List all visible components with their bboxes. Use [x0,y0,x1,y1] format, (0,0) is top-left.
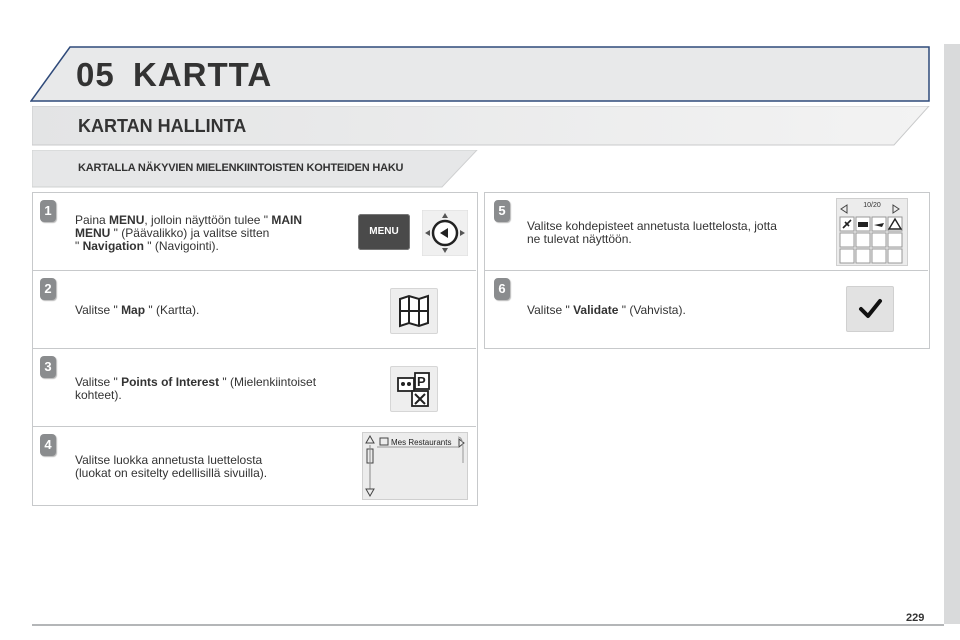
rotary-knob-icon [422,210,468,256]
step-keyword: Navigation [82,239,144,253]
step-keyword: Map [121,303,146,317]
chapter-banner [30,46,930,102]
page-edge-strip [944,44,960,624]
poi-counter: 10/20 [863,202,881,209]
step-text: " (Navigointi). [143,239,219,253]
step-text: " (Mielenkiintoiset [219,375,317,389]
step-number-badge: 3 [40,356,56,378]
step-keyword: MENU [75,226,111,240]
step-text: Valitse " [75,375,122,389]
section-banner [32,106,930,146]
step-1-text: Paina MENU, jolloin näyttöön tulee " MAI… [75,214,335,253]
step-4-text: Valitse luokka annetusta luettelosta (lu… [75,454,365,480]
subsection-title: KARTALLA NÄKYVIEN MIELENKIINTOISTEN KOHT… [78,162,404,174]
divider [33,348,476,349]
subsection-banner [32,150,478,188]
divider [33,270,476,271]
category-list-screen-icon: Mes Restaurants [362,432,468,500]
step-text: , jolloin näyttöön tulee " [144,213,272,227]
step-text: Valitse luokka annetusta luettelosta [75,453,263,467]
section-title: KARTAN HALLINTA [78,116,247,136]
points-of-interest-icon: P [390,366,438,412]
category-label: Mes Restaurants [391,438,452,447]
page-number: 229 [906,612,925,624]
step-2-text: Valitse " Map " (Kartta). [75,304,335,317]
step-keyword: MAIN [271,213,303,227]
step-text: Valitse kohdepisteet annetusta luettelos… [527,219,777,233]
checkmark-icon [846,286,894,332]
step-number-badge: 4 [40,434,56,456]
menu-button: MENU [358,214,410,250]
step-3-text: Valitse " Points of Interest " (Mielenki… [75,376,355,402]
step-text: " (Vahvista). [618,303,686,317]
step-number-badge: 6 [494,278,510,300]
divider [485,270,928,271]
step-keyword: Validate [573,303,619,317]
divider [33,426,476,427]
step-keyword: MENU [109,213,145,227]
step-number-badge: 2 [40,278,56,300]
step-text: kohteet). [75,388,122,402]
step-5-text: Valitse kohdepisteet annetusta luettelos… [527,220,817,246]
svg-text:P: P [417,374,426,389]
step-text: Paina [75,213,110,227]
footer-rule [32,624,944,626]
map-icon [390,288,438,334]
step-6-text: Valitse " Validate " (Vahvista). [527,304,787,317]
step-text: " (Päävalikko) ja valitse sitten [110,226,270,240]
step-text: (luokat on esitelty edellisillä sivuilla… [75,466,268,480]
poi-grid-screen-icon: 10/20 [836,198,908,266]
step-number-badge: 1 [40,200,56,222]
step-text: " (Kartta). [145,303,200,317]
step-number-badge: 5 [494,200,510,222]
chapter-number: 05 [76,56,115,93]
step-text: Valitse " [75,303,122,317]
chapter-title: KARTTA [133,56,273,93]
step-keyword: Points of Interest [121,375,220,389]
step-text: Valitse " [527,303,574,317]
step-text: " [75,239,83,253]
step-text: ne tulevat näyttöön. [527,232,632,246]
